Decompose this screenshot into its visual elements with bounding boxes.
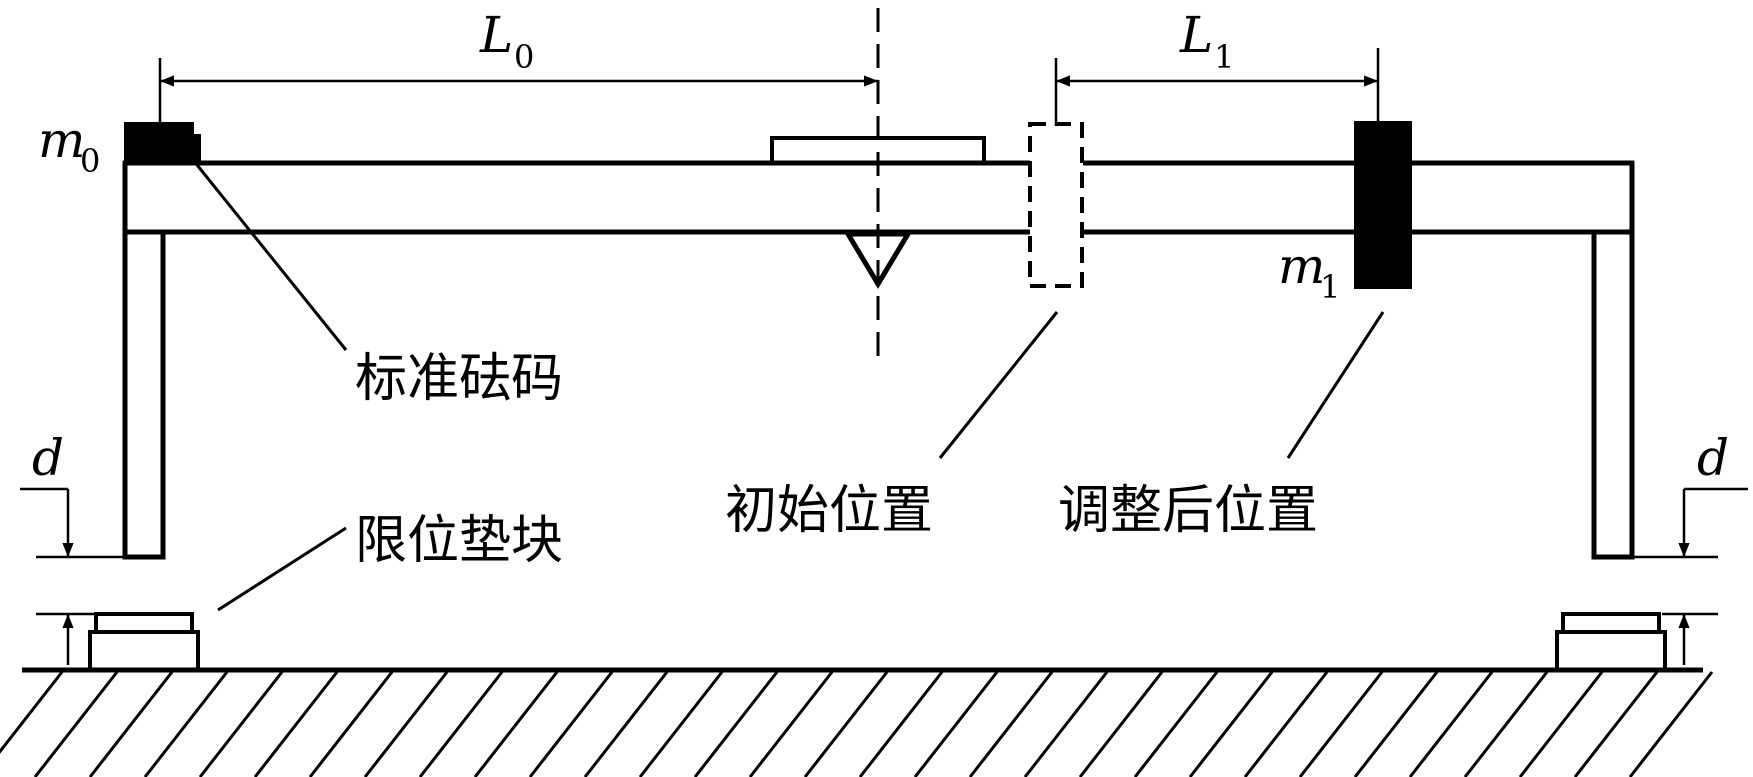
- hatch-line: [1353, 671, 1439, 777]
- ground-hatching: [0, 671, 1714, 777]
- standard-weight-block: [124, 122, 201, 164]
- hatch-line: [913, 671, 999, 777]
- right-leg: [1591, 229, 1635, 560]
- initial-position-outline: [1028, 122, 1084, 288]
- L1-subscript: 1: [1214, 38, 1234, 76]
- hatch-line: [0, 671, 64, 754]
- hatch-line: [143, 671, 229, 777]
- hatch-line: [1298, 671, 1384, 777]
- label-initial-position: 初始位置: [725, 481, 933, 541]
- hatch-line: [1023, 671, 1109, 777]
- adjusted-sliding-weight: [1354, 121, 1412, 289]
- hatch-line: [638, 671, 724, 777]
- hatch-line: [803, 671, 889, 777]
- hatch-line: [198, 671, 284, 777]
- hatch-line: [1078, 671, 1164, 777]
- hatch-line: [1518, 671, 1604, 777]
- right-gap-dimension: [1634, 487, 1748, 665]
- hatch-line: [1133, 671, 1219, 777]
- hatch-line: [253, 671, 339, 777]
- hatch-line: [1463, 671, 1549, 777]
- m0-symbol: m: [38, 111, 85, 169]
- m1-symbol: m: [1278, 237, 1325, 295]
- ground: [0, 667, 1714, 777]
- label-limit-pad: 限位垫块: [355, 511, 563, 571]
- L0-subscript: 0: [514, 38, 534, 76]
- hatch-line: [88, 671, 174, 777]
- dimension-L0: L 0: [158, 6, 878, 125]
- L1-symbol: L: [1179, 6, 1213, 64]
- mass-label-m0: m 0: [38, 111, 100, 180]
- hatch-line: [418, 671, 504, 777]
- right-limit-pad: [1555, 612, 1667, 672]
- hatch-line: [528, 671, 614, 777]
- hatch-line: [1628, 671, 1714, 777]
- dimension-L1: L 1: [1054, 6, 1380, 126]
- hatch-line: [583, 671, 669, 777]
- m0-subscript: 0: [80, 142, 100, 180]
- label-standard-weight: 标准砝码: [355, 349, 563, 409]
- hatch-line: [968, 671, 1054, 777]
- leader-lines: [183, 149, 1385, 612]
- hatch-line: [1573, 671, 1659, 777]
- hatch-line: [308, 671, 394, 777]
- hatch-line: [858, 671, 944, 777]
- mass-label-m1: m 1: [1278, 237, 1340, 306]
- left-gap-dimension: [20, 487, 123, 665]
- L0-symbol: L: [479, 6, 513, 64]
- hatch-line: [473, 671, 559, 777]
- hatch-line: [1243, 671, 1329, 777]
- hatch-line: [748, 671, 834, 777]
- left-gap-symbol: d: [32, 429, 64, 487]
- m1-subscript: 1: [1320, 268, 1340, 306]
- left-limit-pad: [88, 612, 200, 672]
- hatch-line: [363, 671, 449, 777]
- left-leg: [122, 229, 166, 560]
- hatch-line: [1408, 671, 1494, 777]
- hatch-line: [1188, 671, 1274, 777]
- hatch-line: [693, 671, 779, 777]
- right-gap-symbol: d: [1697, 429, 1729, 487]
- label-adjusted-position: 调整后位置: [1058, 481, 1318, 541]
- hatch-line: [33, 671, 119, 777]
